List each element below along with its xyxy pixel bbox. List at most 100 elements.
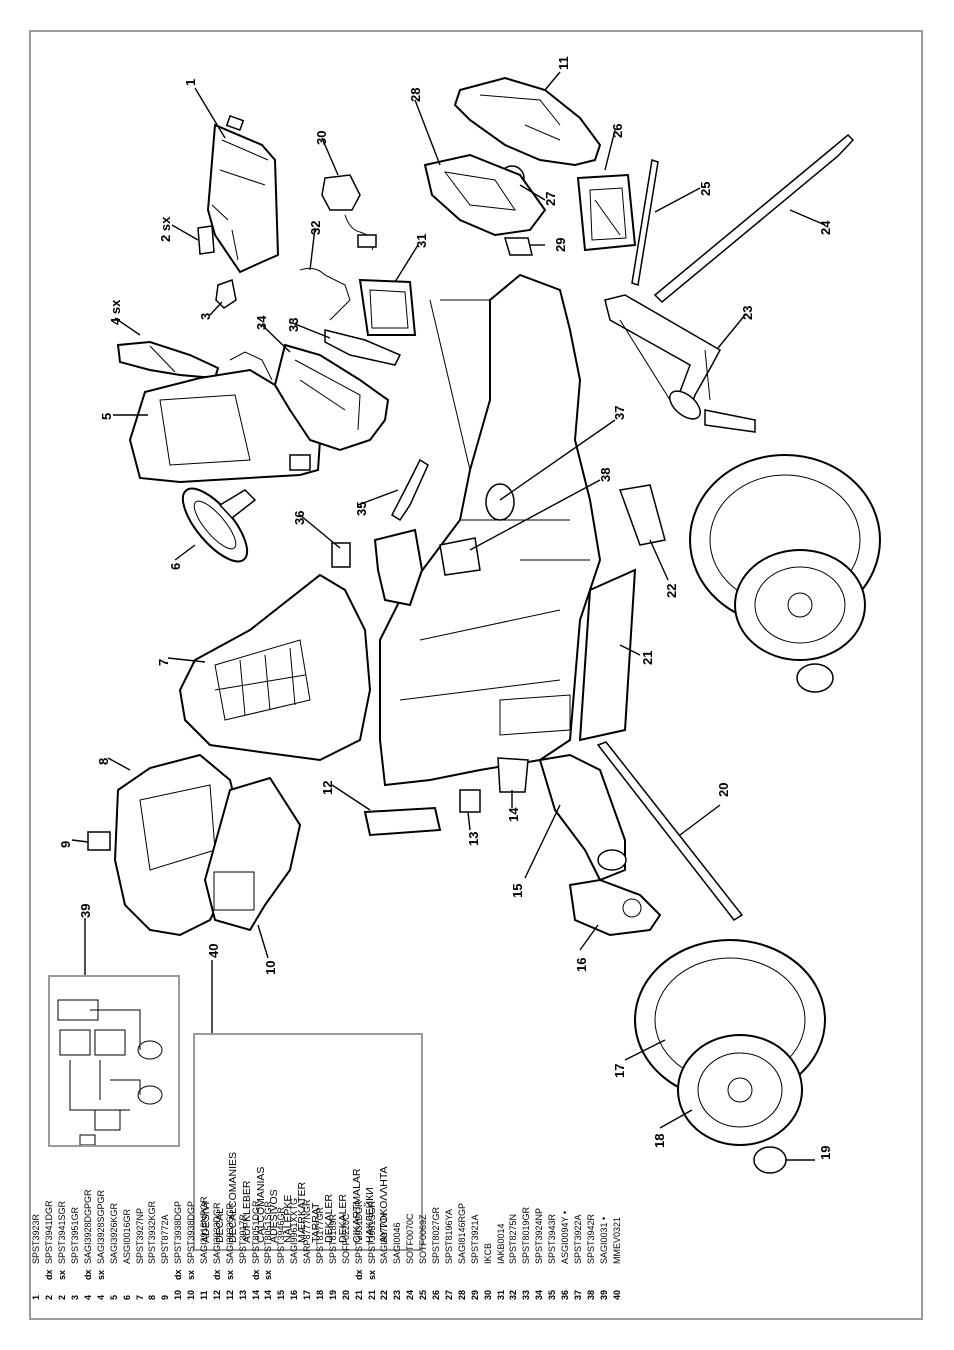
part-code: SARP8777NGR: [302, 1199, 313, 1264]
part-code: SAGI3918NPGR: [199, 1196, 210, 1264]
part-code: SPST8189R: [327, 1213, 338, 1264]
part-code: SPST3943R: [547, 1213, 558, 1264]
part-11-hood: [453, 76, 602, 167]
callout-33: 33: [286, 318, 301, 332]
part-code: SPST8275N: [508, 1213, 519, 1264]
callout-27: 27: [543, 192, 558, 206]
callout-20: 20: [716, 783, 731, 797]
callout-17: 17: [612, 1064, 627, 1078]
part-number: 21: [353, 1289, 364, 1300]
part-number: 18: [315, 1289, 326, 1300]
part-code: SAGI3928SGPGR: [95, 1189, 106, 1264]
callout-12: 12: [320, 781, 335, 795]
part-23-steering-assembly: [604, 294, 756, 433]
callout-34: 34: [254, 315, 269, 330]
callout-13: 13: [466, 832, 481, 846]
part-number: 38: [585, 1289, 596, 1300]
part-number: 1: [31, 1294, 42, 1300]
part-side: dx: [353, 1269, 364, 1280]
part-28-tray: [423, 153, 547, 237]
callout-10: 10: [263, 961, 278, 975]
callout-16: 16: [574, 958, 589, 972]
part-38: [439, 537, 481, 576]
callout-25: 25: [698, 182, 713, 196]
part-side: dx: [83, 1269, 93, 1280]
part-number: 19: [327, 1289, 338, 1300]
part-number: 36: [559, 1289, 570, 1300]
part-number: 31: [495, 1289, 506, 1300]
part-code: SPST3951GR: [70, 1206, 81, 1264]
part-code: SPST3923R: [31, 1213, 42, 1264]
part-number: 26: [431, 1289, 442, 1300]
callout-14: 14: [506, 807, 521, 822]
part-number: 25: [418, 1289, 429, 1300]
callout-18: 18: [652, 1134, 667, 1148]
part-code: SPST3917R: [237, 1213, 248, 1264]
callout-6: 6: [168, 563, 183, 570]
part-number: 40: [611, 1289, 622, 1300]
part-number: 9: [160, 1294, 171, 1300]
part-side: dx: [250, 1269, 261, 1280]
part-number: 37: [572, 1289, 583, 1300]
callout-5: 5: [99, 413, 114, 420]
part-22: [618, 484, 666, 546]
part-code: SPST3924NP: [534, 1207, 545, 1264]
part-code: SPST8177GR: [315, 1206, 326, 1264]
part-number: 28: [456, 1289, 467, 1300]
part-31-battery: [358, 278, 417, 336]
part-number: 32: [508, 1289, 519, 1300]
part-2-3-small: [197, 225, 237, 309]
part-number: 2: [44, 1294, 55, 1300]
part-code: SPST8772A: [160, 1214, 171, 1264]
part-34-seat-frame: [273, 343, 390, 452]
main-chassis: [379, 273, 602, 787]
part-25-rod: [631, 159, 659, 286]
page-frame: [29, 30, 923, 1320]
part-5-rear-seat: [128, 351, 322, 484]
part-code: SAGI3977JY: [379, 1211, 390, 1264]
part-number: 29: [469, 1289, 480, 1300]
part-14: [497, 757, 529, 793]
callout-37: 37: [612, 406, 627, 420]
part-21-running-board: [578, 568, 637, 742]
part-number: 20: [340, 1289, 351, 1300]
part-side: dx: [44, 1269, 55, 1280]
callout-22: 22: [664, 584, 679, 598]
part-7-front-seat: [178, 573, 372, 762]
callout-30: 30: [314, 131, 329, 145]
callout-9: 9: [58, 841, 73, 848]
part-side: sx: [366, 1269, 377, 1280]
callout-24: 24: [818, 220, 833, 235]
part-code: SAGI0046: [392, 1222, 403, 1264]
part-code: SPST3946GR: [276, 1206, 287, 1264]
part-side: dx: [173, 1269, 184, 1280]
wiring-diagram-box: [48, 975, 180, 1147]
part-36-lever: [331, 528, 424, 607]
callout-3: 3: [198, 313, 213, 320]
callout-21: 21: [640, 651, 655, 665]
wheel-lower: [634, 939, 826, 1174]
part-code: SAGI9961XXTG: [289, 1197, 300, 1264]
part-code: SAGI0031 •: [598, 1216, 609, 1264]
part-number: 5: [108, 1294, 119, 1300]
part-code: SPST3927NP: [134, 1207, 145, 1264]
part-number: 10: [186, 1289, 197, 1300]
part-code: ASGI0016GR: [121, 1208, 132, 1264]
